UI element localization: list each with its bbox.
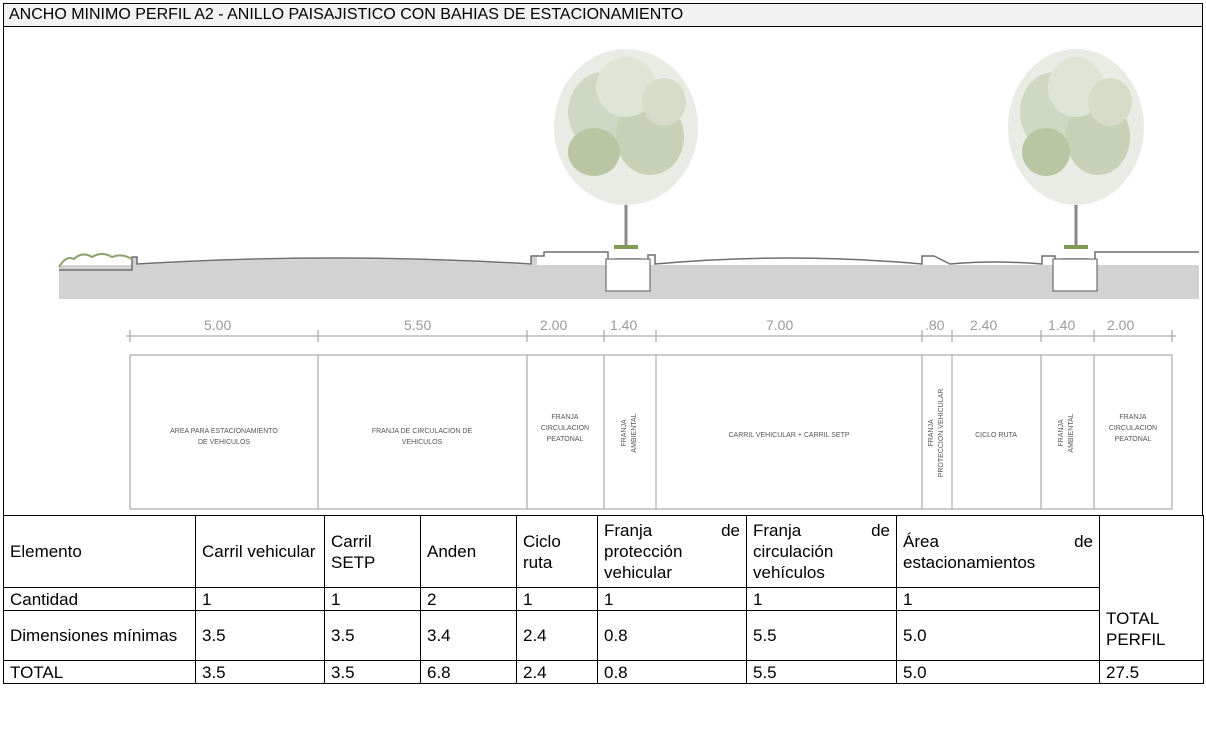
dimension-label: 7.00 xyxy=(766,317,793,333)
row-label: Cantidad xyxy=(3,587,196,611)
table-cell: 2.4 xyxy=(516,660,598,684)
table-cell: 0.8 xyxy=(597,610,747,661)
zone-label: FRANJA xyxy=(1058,419,1065,447)
tree-icon xyxy=(554,49,698,249)
dimension-label: 1.40 xyxy=(610,317,637,333)
tree-icon xyxy=(1008,49,1144,249)
dimensions-table: Elemento Carril vehicular Carril SETP An… xyxy=(3,515,1204,684)
row-label: TOTAL xyxy=(3,660,196,684)
table-cell: 3.5 xyxy=(195,660,325,684)
header-cell: Elemento xyxy=(3,515,196,588)
zone-label: PEATONAL xyxy=(1115,436,1152,443)
dimension-label: 2.00 xyxy=(540,317,567,333)
table-cell: 1 xyxy=(597,587,747,611)
table-cell: 2.4 xyxy=(516,610,598,661)
header-cell: Franja de circulación vehículos xyxy=(746,515,897,588)
table-row: Cantidad 1 1 2 1 1 1 1 xyxy=(3,587,1204,611)
table-cell: 5.0 xyxy=(896,610,1100,661)
dimension-label: 5.00 xyxy=(204,317,231,333)
zone-label: CICLO RUTA xyxy=(975,432,1017,439)
zone-label: VEHICULOS xyxy=(402,439,443,446)
dimension-label: .80 xyxy=(925,317,945,333)
header-cell: Carril vehicular xyxy=(195,515,325,588)
grass-strip xyxy=(58,253,133,268)
zone-label: FRANJA xyxy=(551,414,579,421)
zone-label: FRANJA xyxy=(621,419,628,447)
header-cell: TOTAL PERFIL xyxy=(1099,515,1204,661)
header-cell: Carril SETP xyxy=(324,515,421,588)
table-cell: 6.8 xyxy=(420,660,517,684)
table-cell: 1 xyxy=(896,587,1100,611)
table-cell: 5.5 xyxy=(746,610,897,661)
table-cell: 0.8 xyxy=(597,660,747,684)
table-cell: 1 xyxy=(516,587,598,611)
zone-label: FRANJA DE CIRCULACION DE xyxy=(372,428,473,435)
table-cell: 3.5 xyxy=(324,610,421,661)
table-cell: 1 xyxy=(746,587,897,611)
zone-label: PEATONAL xyxy=(547,436,584,443)
header-cell: Anden xyxy=(420,515,517,588)
table-cell: 3.4 xyxy=(420,610,517,661)
road-profile xyxy=(59,251,1199,290)
zone-label: CARRIL VEHICULAR + CARRIL SETP xyxy=(728,432,849,439)
zone-label: CIRCULACION xyxy=(541,425,589,432)
zone-label: AMBIENTAL xyxy=(1068,413,1075,452)
table-cell: 3.5 xyxy=(324,660,421,684)
table-cell: 5.0 xyxy=(896,660,1100,684)
header-cell: Área de estacionamientos xyxy=(896,515,1100,588)
table-total-row: TOTAL 3.5 3.5 6.8 2.4 0.8 5.5 5.0 27.5 xyxy=(3,660,1204,684)
row-label: Dimensiones mínimas xyxy=(3,610,196,661)
dimension-label: 2.40 xyxy=(970,317,997,333)
header-cell: Ciclo ruta xyxy=(516,515,598,588)
street-section-drawing: 5.00 5.50 2.00 1.40 7.00 .80 2.40 1.40 2… xyxy=(3,27,1203,515)
dimension-label: 2.00 xyxy=(1107,317,1134,333)
table-cell: 2 xyxy=(420,587,517,611)
table-cell: 5.5 xyxy=(746,660,897,684)
table-row: Dimensiones mínimas 3.5 3.5 3.4 2.4 0.8 … xyxy=(3,610,1204,661)
header-cell: Franja de protección vehicular xyxy=(597,515,747,588)
table-header-row: Elemento Carril vehicular Carril SETP An… xyxy=(3,515,1204,661)
zone-label: FRANJA xyxy=(928,419,935,447)
dimension-label: 1.40 xyxy=(1048,317,1075,333)
zone-label: CIRCULACION xyxy=(1109,425,1157,432)
table-cell: 1 xyxy=(324,587,421,611)
zone-label: DE VEHICULOS xyxy=(198,439,250,446)
zone-label: AREA PARA ESTACIONAMIENTO xyxy=(170,428,278,435)
zone-label: FRANJA xyxy=(1119,414,1147,421)
zone-label: AMBIENTAL xyxy=(631,413,638,452)
page-title: ANCHO MINIMO PERFIL A2 - ANILLO PAISAJIS… xyxy=(3,3,1203,27)
zone-label: PROTECCION VEHICULAR xyxy=(938,389,945,478)
dimension-label: 5.50 xyxy=(404,317,431,333)
table-cell: 3.5 xyxy=(195,610,325,661)
grand-total-cell: 27.5 xyxy=(1099,660,1204,684)
table-cell: 1 xyxy=(195,587,325,611)
